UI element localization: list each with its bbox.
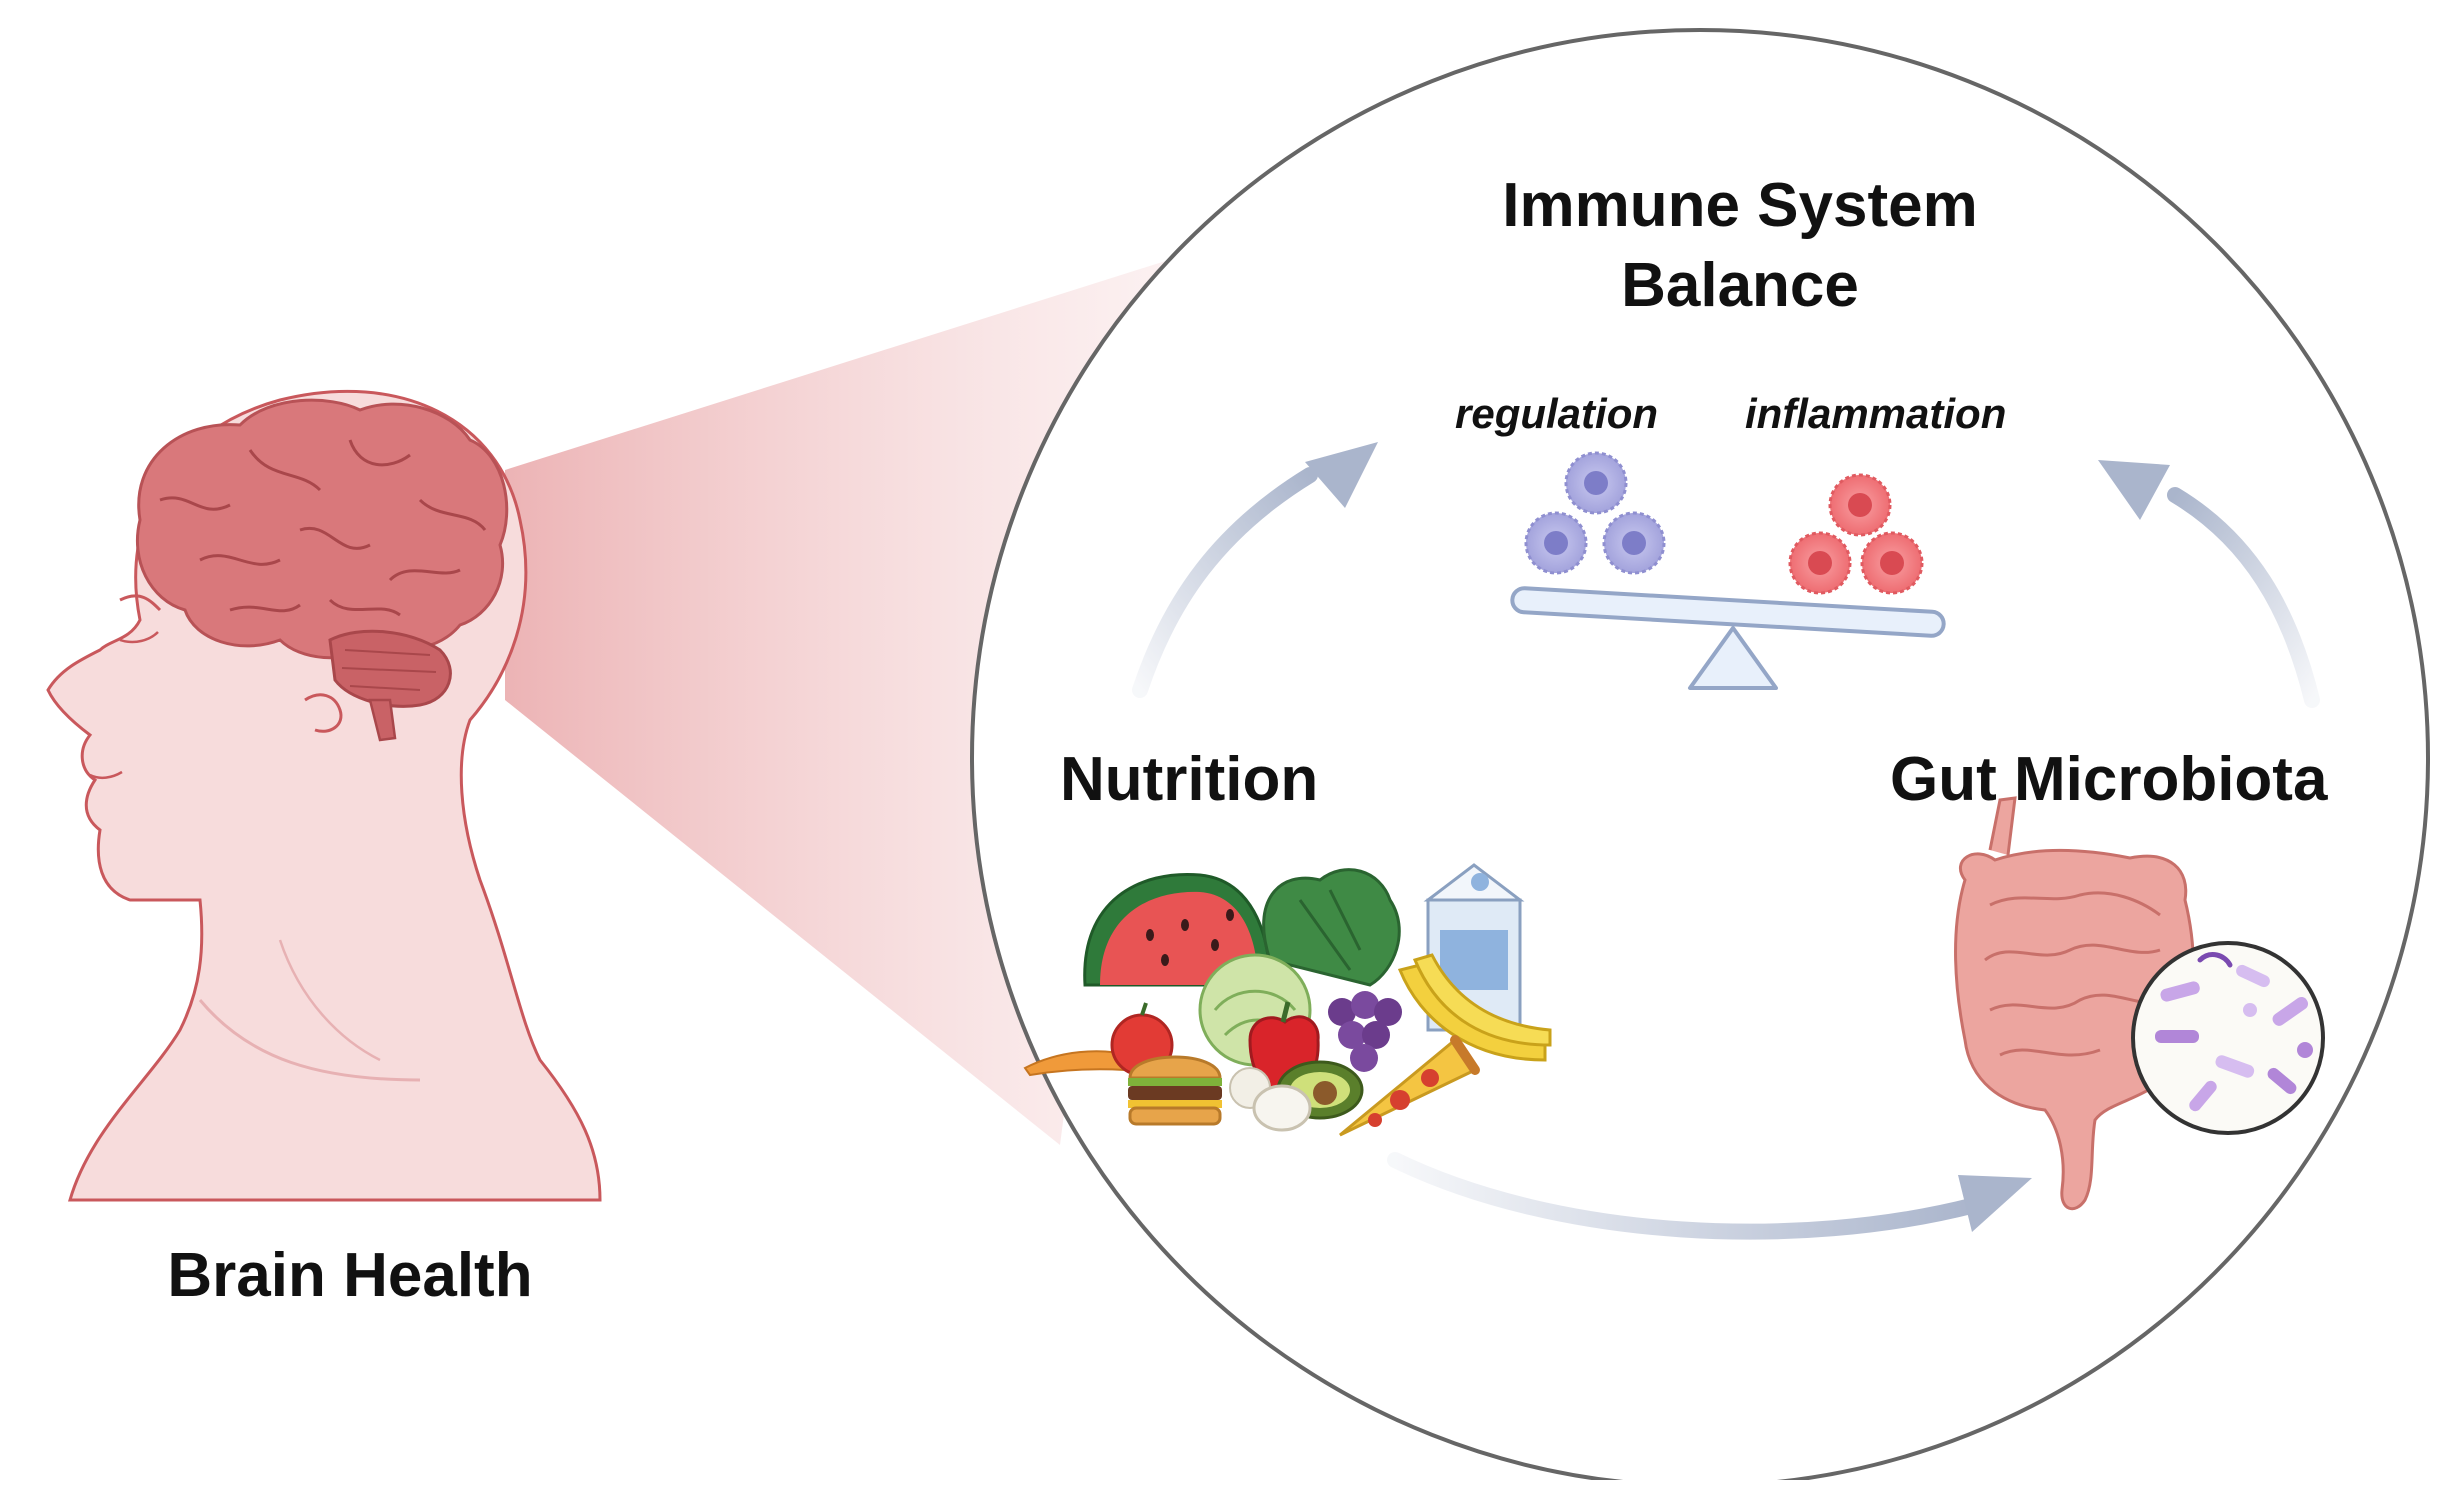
gut-microbiota-label: Gut Microbiota [1890, 745, 2328, 814]
arrow-gut-to-immune [2098, 460, 2320, 708]
regulation-cells-icon [1524, 451, 1666, 575]
regulation-label: regulation [1455, 390, 1659, 437]
inflammation-cells-icon [1788, 473, 1924, 595]
brain-health-label: Brain Health [167, 1241, 533, 1310]
immune-title-line2: Balance [1621, 251, 1859, 320]
arrow-nutrition-to-gut [1387, 1152, 2032, 1240]
immune-title-line1: Immune System [1502, 171, 1978, 240]
nutrition-label: Nutrition [1060, 745, 1319, 814]
arrow-nutrition-to-immune [1132, 442, 1378, 698]
bacteria-magnifier-icon [2131, 941, 2325, 1135]
brain-icon [135, 398, 509, 742]
seesaw-balance-icon [1510, 586, 1946, 690]
intestines-icon [1954, 796, 2195, 1211]
inflammation-label: inflammation [1745, 390, 2007, 437]
food-group-icon [1023, 863, 1552, 1137]
